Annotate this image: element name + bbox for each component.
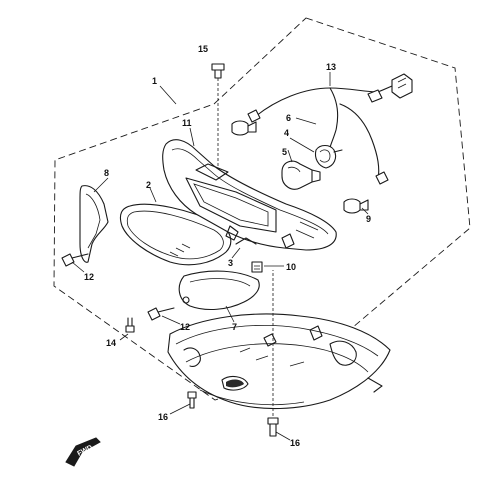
turn-lens-7 <box>178 270 260 311</box>
side-reflector-8 <box>79 185 109 263</box>
headlight-housing-cover <box>167 313 391 410</box>
bolt-12-left <box>61 253 89 267</box>
socket-4 <box>314 144 343 169</box>
mount-bracket-3 <box>235 237 257 245</box>
bulb-6 <box>231 120 257 136</box>
callout-11: 11 <box>182 118 192 128</box>
callout-7: 7 <box>232 322 237 332</box>
assembly-boundary <box>53 17 471 401</box>
headlight-unit <box>162 139 337 251</box>
callout-12-right: 12 <box>180 322 190 332</box>
callout-4: 4 <box>284 128 289 138</box>
callout-16-right: 16 <box>290 438 300 448</box>
callout-3: 3 <box>228 258 233 268</box>
clip-10 <box>251 261 263 273</box>
callout-16-left: 16 <box>158 412 168 422</box>
callout-2: 2 <box>146 180 151 190</box>
callout-1: 1 <box>152 76 157 86</box>
callout-12-left: 12 <box>84 272 94 282</box>
callout-8: 8 <box>104 168 109 178</box>
callout-14: 14 <box>106 338 116 348</box>
callout-5: 5 <box>282 147 287 157</box>
screw-15 <box>211 63 225 166</box>
screw-16-left <box>187 391 197 409</box>
leader-lines <box>71 72 369 441</box>
screw-16-right <box>267 270 279 437</box>
callout-6: 6 <box>286 113 291 123</box>
bolt-12-right <box>147 307 175 321</box>
screw-14 <box>125 317 135 333</box>
forward-arrow-icon: FWD <box>65 437 101 467</box>
headlight-bulb-5 <box>281 160 321 190</box>
callout-10: 10 <box>286 262 296 272</box>
callout-13: 13 <box>326 62 336 72</box>
wire-harness-13 <box>247 73 413 185</box>
callout-9: 9 <box>366 214 371 224</box>
callout-15: 15 <box>198 44 208 54</box>
